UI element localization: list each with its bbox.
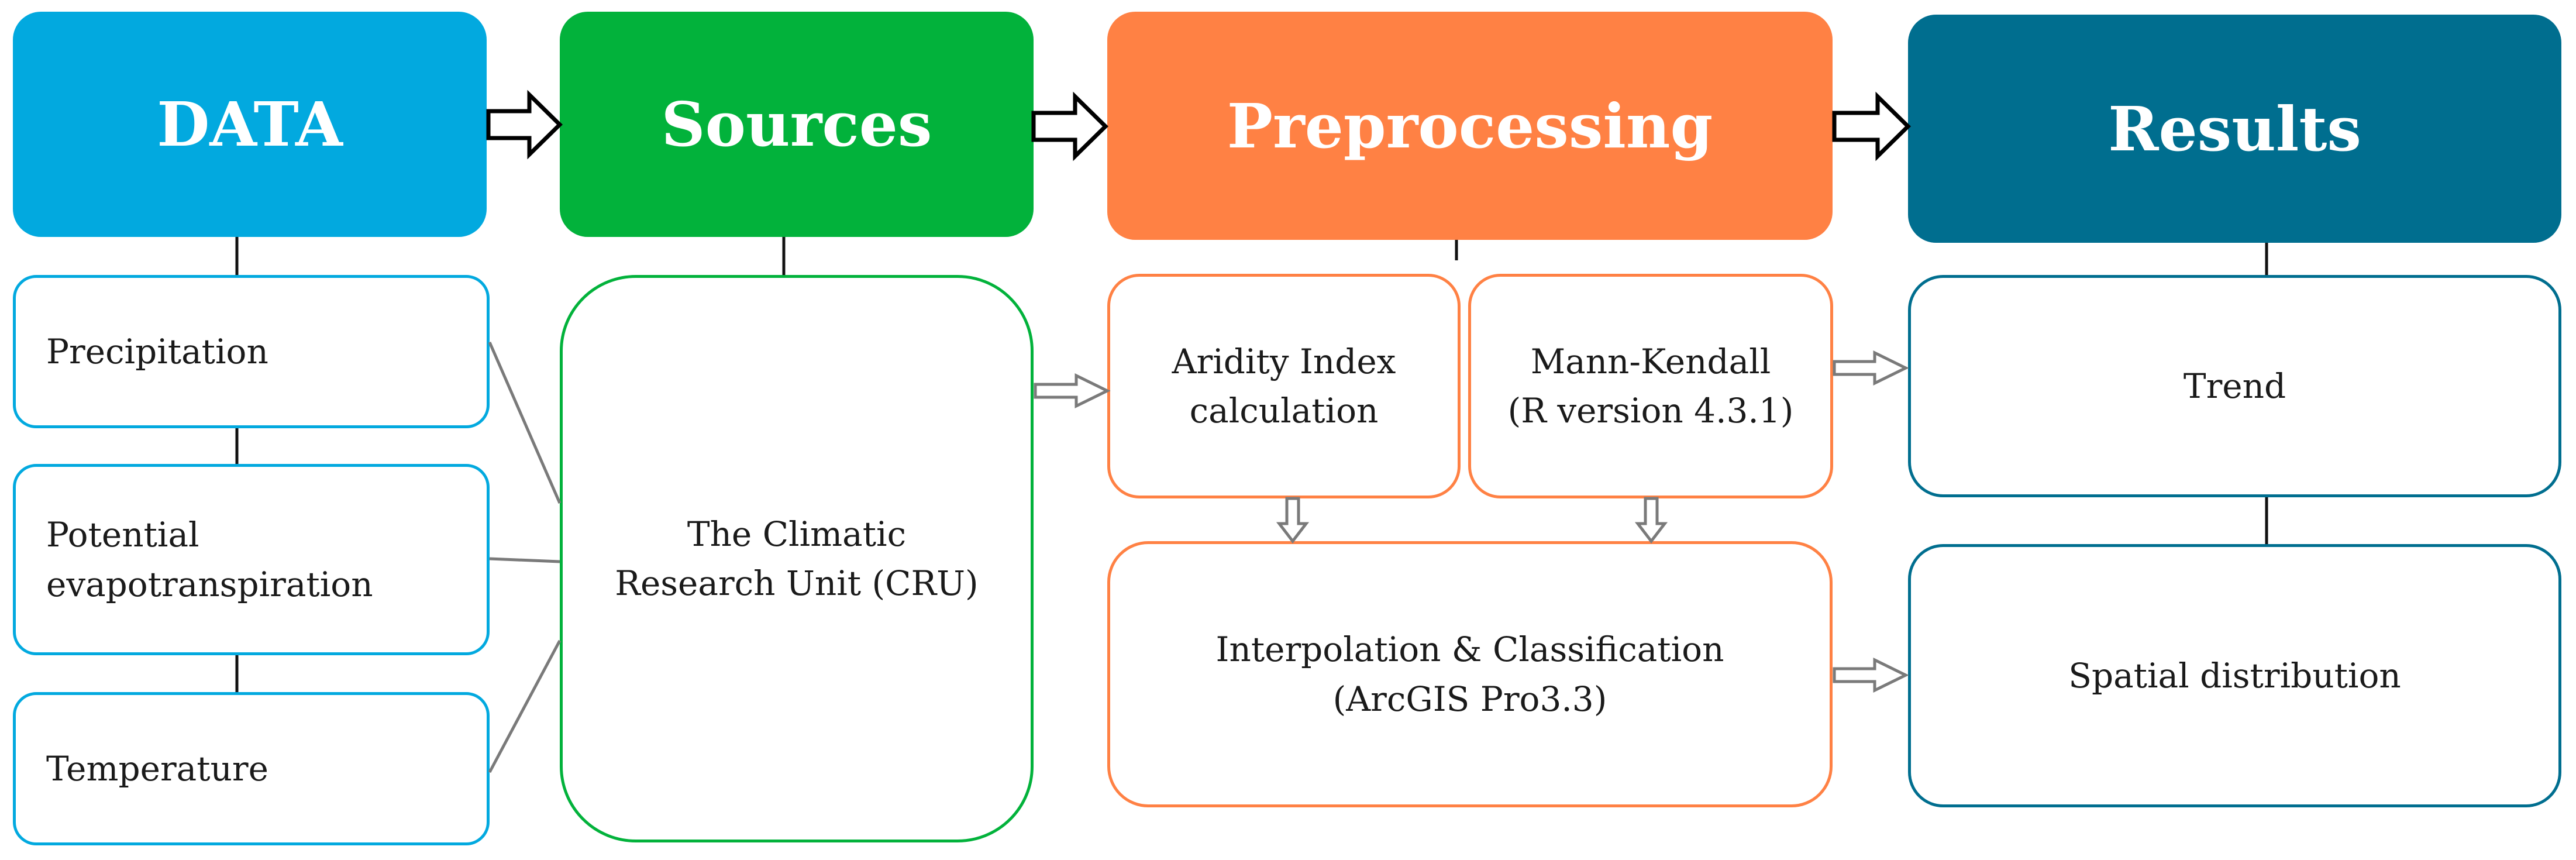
data-item-potential-evapotranspiration: Potential evapotranspiration: [13, 464, 490, 655]
results-item-label: Spatial distribution: [2068, 655, 2401, 696]
preprocessing-item-aridity-index: Aridity Index calculation: [1107, 274, 1461, 498]
link-temperature-sources: [488, 639, 562, 773]
arrow-sources-to-aridity: [1034, 373, 1111, 409]
arrow-mannkendall-to-interpolation: [1634, 497, 1668, 544]
data-item-label: Temperature: [46, 748, 268, 789]
arrow-data-to-sources: [486, 90, 563, 160]
link-precipitation-sources: [488, 342, 562, 504]
preprocessing-item-label: Interpolation & Classification (ArcGIS P…: [1215, 629, 1724, 719]
link-pet-sources: [489, 557, 560, 563]
preprocessing-item-label: Aridity Index calculation: [1172, 341, 1396, 431]
arrow-aridity-to-interpolation: [1276, 497, 1310, 544]
sources-item-label: The Climatic Research Unit (CRU): [615, 514, 979, 603]
header-data: DATA: [13, 12, 487, 237]
header-preprocessing: Preprocessing: [1107, 12, 1833, 240]
results-item-label: Trend: [2183, 366, 2286, 406]
results-item-spatial-distribution: Spatial distribution: [1908, 544, 2561, 807]
data-item-label: Precipitation: [46, 331, 268, 371]
arrow-preprocessing-to-results: [1832, 91, 1911, 161]
data-item-temperature: Temperature: [13, 692, 490, 845]
arrow-sources-to-preprocessing: [1031, 91, 1108, 161]
sources-item-cru: The Climatic Research Unit (CRU): [560, 275, 1034, 842]
header-data-label: DATA: [157, 88, 343, 160]
header-sources: Sources: [560, 12, 1034, 237]
results-item-trend: Trend: [1908, 275, 2561, 497]
header-results: Results: [1908, 15, 2561, 243]
arrow-mannkendall-to-trend: [1833, 350, 1909, 386]
preprocessing-item-mann-kendall: Mann-Kendall (R version 4.3.1): [1468, 274, 1833, 498]
header-preprocessing-label: Preprocessing: [1227, 90, 1713, 162]
preprocessing-item-interpolation-classification: Interpolation & Classification (ArcGIS P…: [1107, 541, 1833, 807]
data-item-precipitation: Precipitation: [13, 275, 490, 428]
header-sources-label: Sources: [661, 88, 932, 160]
arrow-interpolation-to-spatial: [1833, 657, 1909, 693]
preprocessing-item-label: Mann-Kendall (R version 4.3.1): [1507, 341, 1794, 431]
header-results-label: Results: [2108, 92, 2361, 165]
data-item-label: Potential evapotranspiration: [46, 515, 373, 604]
